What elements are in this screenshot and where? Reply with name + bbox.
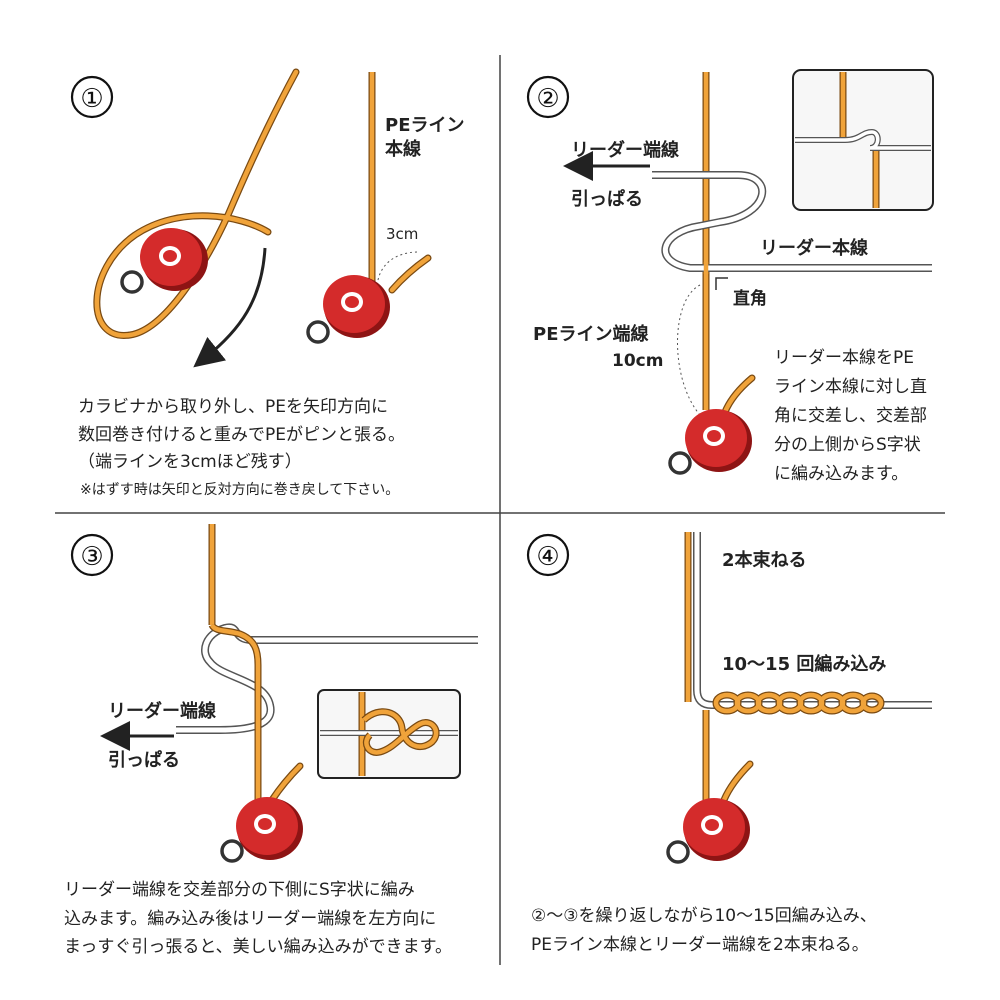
step-number-badge: ②	[526, 75, 570, 119]
bundle-label: 2本束ねる	[722, 549, 807, 571]
step-number: ④	[536, 542, 559, 572]
length-label: 3cm	[386, 225, 418, 243]
reel-icon	[220, 797, 303, 863]
pull-label: 引っぱる	[108, 749, 180, 771]
length-dotted-guide	[377, 251, 419, 281]
caption-line: リーダー本線をPE	[774, 348, 914, 368]
right-angle-label: 直角	[733, 288, 767, 309]
caption-line: 角に交差し、交差部	[774, 406, 927, 426]
leader-tag-label: リーダー端線	[571, 139, 679, 161]
caption-line: （端ラインを3cmほど残す）	[78, 452, 302, 472]
caption-line: 数回巻き付けると重みでPEがピンと張る。	[78, 425, 405, 445]
pe-tag-end	[721, 374, 756, 416]
step-number: ②	[536, 84, 559, 114]
woven-section	[712, 691, 932, 715]
pe-tag-end	[268, 762, 304, 804]
step-number-badge: ①	[70, 75, 114, 119]
step-number-badge: ③	[70, 533, 114, 577]
panel-2: ②	[526, 69, 934, 484]
caption-line: に編み込みます。	[774, 464, 908, 484]
leader-tag-label: リーダー端線	[108, 700, 216, 722]
caption-note: ※はずす時は矢印と反対方向に巻き戻して下さい。	[80, 482, 399, 498]
caption-line: リーダー端線を交差部分の下側にS字状に編み	[64, 880, 415, 900]
detail-inset	[317, 689, 461, 779]
pe-main-label: 本線	[385, 138, 421, 160]
step-number-badge: ④	[526, 533, 570, 577]
right-angle-mark	[715, 277, 728, 290]
pe-main-label: PEライン	[385, 115, 465, 136]
reel-icon	[306, 275, 390, 344]
detail-inset	[792, 69, 934, 211]
step-number: ③	[80, 542, 103, 572]
panel-1: ① PE	[70, 68, 465, 498]
bundled-lines	[684, 532, 713, 800]
caption-line: PEライン本線とリーダー端線を2本束ねる。	[531, 935, 869, 955]
pe-tag-label: PEライン端線	[533, 323, 649, 345]
reel-icon	[666, 798, 750, 864]
step-number: ①	[80, 84, 103, 114]
pe-tag-end	[720, 760, 754, 804]
caption-line: 分の上側からS字状	[774, 435, 921, 455]
pe-tag-end	[388, 254, 432, 294]
length-dotted-guide	[677, 284, 701, 416]
caption-line: まっすぐ引っ張ると、美しい編み込みができます。	[64, 937, 452, 957]
caption-line: ライン本線に対し直	[774, 377, 927, 397]
panel-4: ④	[526, 532, 932, 955]
pe-tag-length: 10cm	[612, 351, 663, 371]
reel-icon	[120, 228, 208, 294]
wind-direction-arrow	[193, 247, 267, 368]
panel-3: ③	[64, 524, 478, 957]
caption-line: 込みます。編み込み後はリーダー端線を左方向に	[64, 909, 436, 929]
pe-line-loop	[93, 68, 300, 339]
pe-main-line	[208, 524, 262, 800]
weave-label: 10～15 回編み込み	[722, 653, 886, 675]
pull-label: 引っぱる	[571, 188, 643, 210]
caption-line: カラビナから取り外し、PEを矢印方向に	[78, 397, 388, 417]
leader-main-label: リーダー本線	[760, 237, 868, 259]
reel-icon	[668, 409, 752, 475]
leader-line	[652, 171, 932, 272]
caption-line: ②～③を繰り返しながら10～15回編み込み、	[531, 906, 877, 926]
